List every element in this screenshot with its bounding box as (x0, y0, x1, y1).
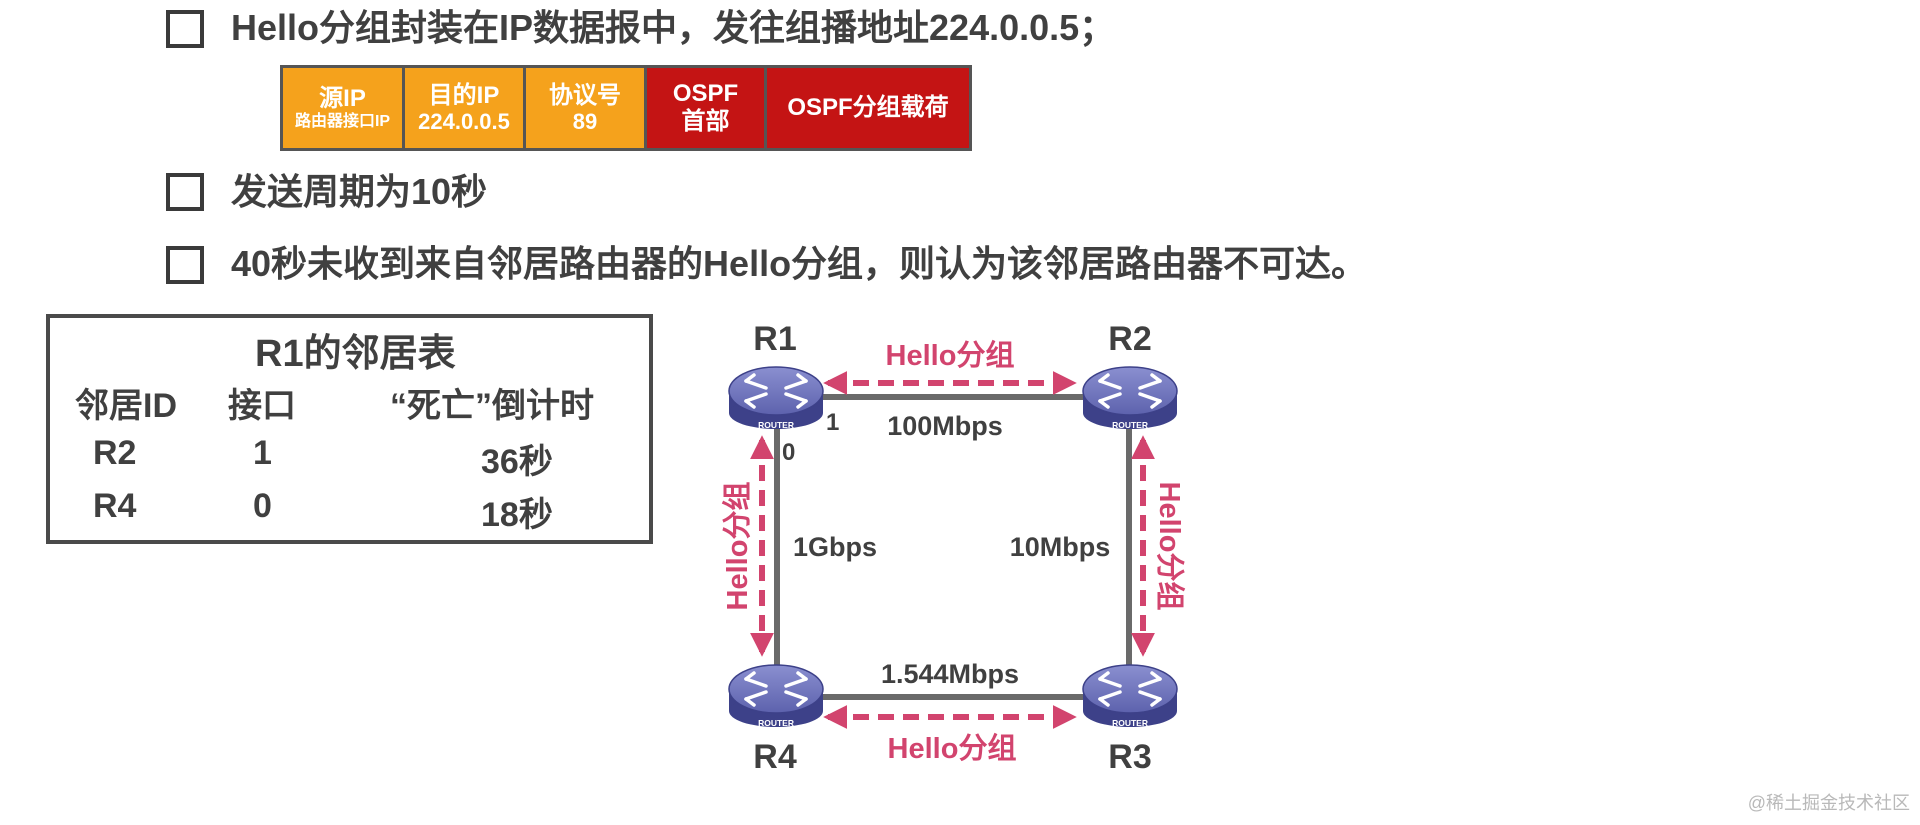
ospf-header-line1: OSPF (672, 80, 739, 108)
src-ip-label: 源IP (319, 85, 366, 112)
table-row-1-id: R2 (93, 434, 137, 472)
table-header-interface: 接口 (228, 387, 296, 425)
table-row-2-iface: 0 (253, 487, 272, 525)
router-name-r3: R3 (1108, 738, 1151, 776)
router-name-r1: R1 (753, 320, 796, 358)
bullet-text-1: Hello分组封装在IP数据报中，发往组播地址224.0.0.5； (231, 7, 1116, 48)
hello-label-right: Hello分组 (1153, 482, 1187, 611)
protocol-value: 89 (572, 109, 598, 135)
router-name-r2: R2 (1108, 320, 1151, 358)
router-name-r4: R4 (753, 738, 797, 776)
ospf-header-line2: 首部 (681, 108, 730, 135)
bullet-checkbox-2 (166, 173, 204, 211)
packet-field-dst-ip: 目的IP 224.0.0.5 (402, 65, 526, 151)
router-icon-r2: ROUTER (1081, 365, 1179, 431)
ospf-payload-label: OSPF分组载荷 (787, 94, 949, 122)
bullet-checkbox-1 (166, 10, 204, 48)
table-row-1-timer: 36秒 (481, 443, 553, 481)
router-icon-label: ROUTER (758, 718, 794, 728)
hello-label-bottom: Hello分组 (888, 731, 1017, 765)
neighbor-table (46, 314, 653, 544)
link-label-left: 1Gbps (793, 532, 877, 562)
neighbor-table-title: R1的邻居表 (255, 333, 456, 375)
hello-label-top: Hello分组 (886, 338, 1015, 372)
bullet-text-3: 40秒未收到来自邻居路由器的Hello分组，则认为该邻居路由器不可达。 (231, 243, 1368, 284)
link-label-top: 100Mbps (887, 411, 1003, 441)
src-ip-value: 路由器接口IP (294, 112, 391, 130)
dst-ip-label: 目的IP (428, 81, 500, 109)
bullet-checkbox-3 (166, 246, 204, 284)
dst-ip-value: 224.0.0.5 (418, 109, 510, 135)
r1-interface-0: 0 (782, 439, 795, 466)
router-icon-r4: ROUTER (727, 663, 825, 729)
table-row-1-iface: 1 (253, 434, 272, 472)
link-label-bottom: 1.544Mbps (881, 659, 1019, 689)
packet-field-ospf-header: OSPF 首部 (644, 65, 767, 151)
bullet-text-2: 发送周期为10秒 (231, 171, 488, 212)
hello-label-left: Hello分组 (720, 482, 754, 611)
table-header-neighbor-id: 邻居ID (75, 387, 177, 425)
table-header-dead-timer: “死亡”倒计时 (390, 387, 594, 425)
packet-field-src-ip: 源IP 路由器接口IP (280, 65, 405, 151)
router-icon-r3: ROUTER (1081, 663, 1179, 729)
packet-field-ospf-payload: OSPF分组载荷 (764, 65, 972, 151)
router-icon-label: ROUTER (1112, 420, 1148, 430)
router-icon-label: ROUTER (758, 420, 794, 430)
link-label-right: 10Mbps (1010, 532, 1111, 562)
table-row-2-id: R4 (93, 487, 137, 525)
router-icon-label: ROUTER (1112, 718, 1148, 728)
watermark: @稀土掘金技术社区 (1747, 793, 1910, 813)
table-row-2-timer: 18秒 (481, 496, 553, 534)
r1-interface-1: 1 (826, 409, 839, 436)
protocol-label: 协议号 (549, 81, 621, 109)
router-icon-r1: ROUTER (727, 365, 825, 431)
